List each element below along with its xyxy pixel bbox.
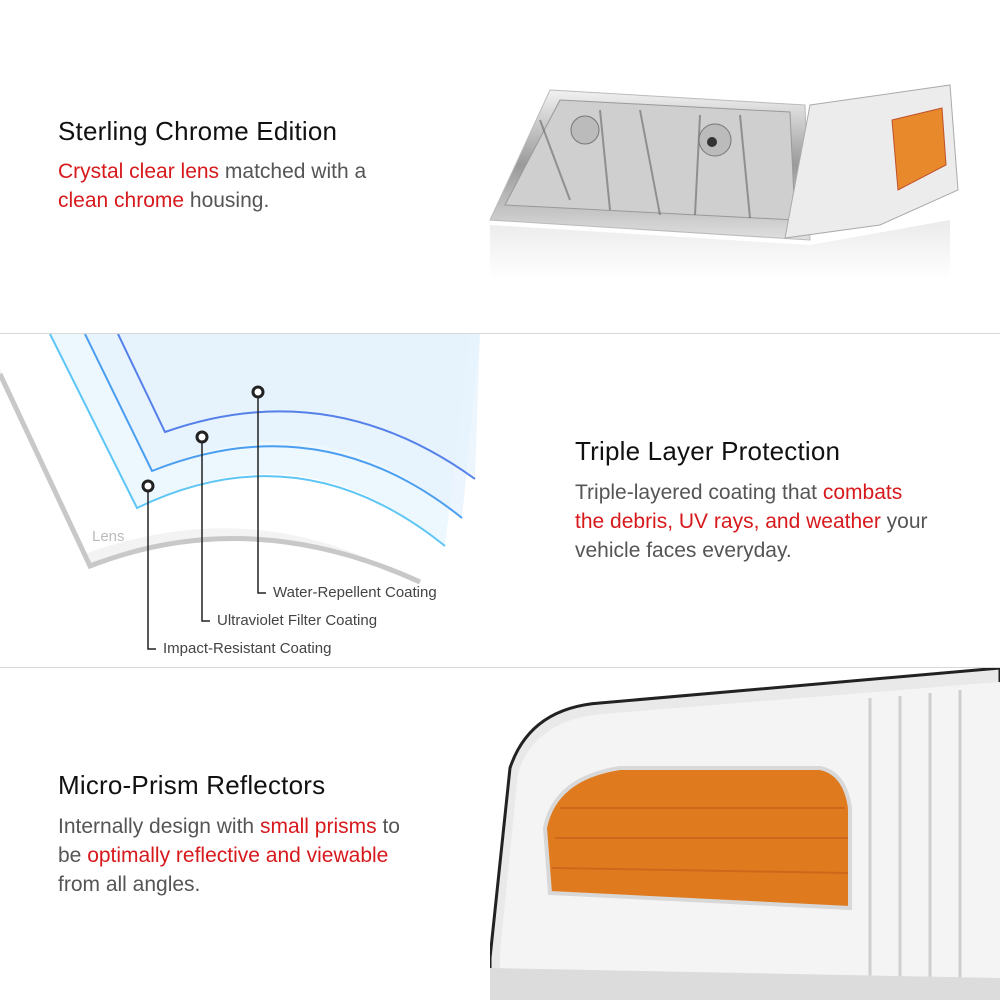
- divider: [0, 333, 1000, 334]
- corner-light-closeup-image: [490, 668, 1000, 1000]
- body-text: Triple-layered coating that: [575, 481, 823, 504]
- section-triple-layer: Lens Water-Repellent Coating Ultraviolet…: [0, 334, 1000, 667]
- body-text: Internally design with: [58, 815, 260, 838]
- section-title: Triple Layer Protection: [575, 436, 841, 466]
- body-text: housing.: [184, 189, 270, 212]
- highlight-text: combats: [822, 481, 903, 504]
- body-text: be: [58, 844, 88, 867]
- lens-layer: [0, 344, 420, 579]
- section-title: Micro-Prism Reflectors: [58, 770, 326, 800]
- layer-label-water-repellent: Water-Repellent Coating: [273, 584, 437, 601]
- body-text: your: [880, 510, 928, 533]
- body-text: from all angles.: [58, 873, 201, 896]
- body-text: to: [376, 815, 400, 838]
- highlight-text: small prisms: [259, 815, 377, 838]
- highlight-text: Crystal clear lens: [58, 160, 220, 183]
- section-description: Crystal clear lens matched with a clean …: [58, 157, 366, 215]
- body-text: matched with a: [219, 160, 367, 183]
- highlight-text: the debris, UV rays, and weather: [575, 510, 881, 533]
- body-text: vehicle faces everyday.: [575, 539, 792, 562]
- divider: [0, 667, 1000, 668]
- section-sterling-chrome: Sterling Chrome Edition Crystal clear le…: [0, 0, 1000, 333]
- highlight-text: optimally reflective and viewable: [87, 844, 389, 867]
- section-description: Internally design with small prisms to b…: [58, 812, 400, 899]
- headlight-image: [489, 84, 959, 280]
- lens-label: Lens: [92, 528, 125, 545]
- section-micro-prism: Micro-Prism Reflectors Internally design…: [0, 668, 1000, 1000]
- section-title: Sterling Chrome Edition: [58, 116, 338, 146]
- layer-label-impact-resistant: Impact-Resistant Coating: [163, 640, 331, 657]
- section-description: Triple-layered coating that combats the …: [575, 478, 928, 565]
- highlight-text: clean chrome: [58, 189, 185, 212]
- coating-layers-diagram: Lens Water-Repellent Coating Ultraviolet…: [0, 334, 480, 657]
- layer-label-ultraviolet: Ultraviolet Filter Coating: [217, 612, 377, 629]
